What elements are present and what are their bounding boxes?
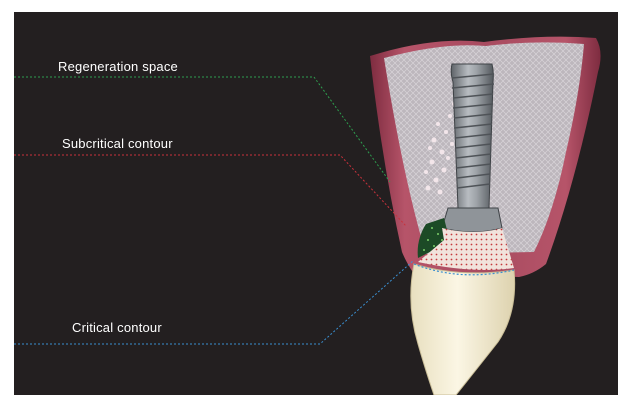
regeneration-leader-line — [14, 77, 390, 182]
label-regeneration-space: Regeneration space — [58, 59, 178, 74]
label-critical-contour: Critical contour — [72, 320, 162, 335]
diagram-canvas: Regeneration space Subcritical contour C… — [14, 12, 618, 395]
label-subcritical-contour: Subcritical contour — [62, 136, 173, 151]
crown — [411, 264, 515, 395]
subcritical-leader-line — [14, 155, 406, 226]
